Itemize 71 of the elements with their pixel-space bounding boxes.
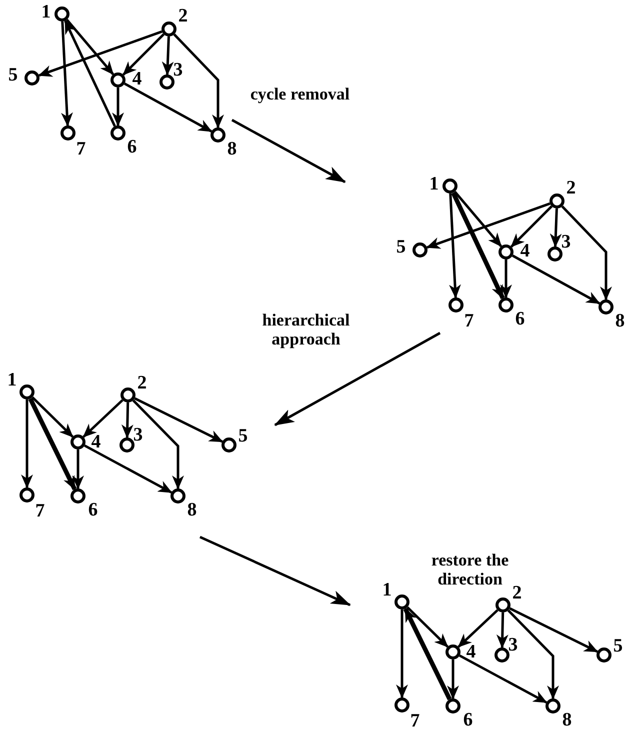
node-label: 5 bbox=[8, 66, 18, 84]
node-label: 4 bbox=[466, 642, 476, 662]
arrow bbox=[72, 450, 84, 490]
node-label: 7 bbox=[410, 712, 420, 730]
node-label: 3 bbox=[133, 426, 143, 444]
step-label: cycle removal bbox=[249, 86, 351, 104]
node-label: 6 bbox=[515, 310, 525, 328]
arrow bbox=[496, 612, 508, 648]
arrow bbox=[122, 33, 165, 76]
arrow bbox=[28, 398, 77, 490]
arrow bbox=[448, 193, 461, 298]
arrow bbox=[112, 88, 124, 126]
node-label: 8 bbox=[227, 140, 237, 158]
arrow bbox=[82, 399, 124, 438]
node-label: 2 bbox=[512, 584, 522, 602]
arrow bbox=[396, 610, 408, 698]
node-label: 4 bbox=[132, 70, 142, 88]
step-label: hierarchical approach bbox=[261, 311, 351, 349]
arrow bbox=[426, 202, 550, 249]
arrow bbox=[451, 192, 505, 300]
node-label: 2 bbox=[178, 6, 188, 26]
arrow bbox=[403, 608, 452, 700]
node-label: 2 bbox=[137, 374, 147, 392]
node-label: 1 bbox=[41, 2, 51, 22]
arrow bbox=[64, 20, 116, 127]
arrow bbox=[66, 18, 114, 76]
arrow bbox=[512, 254, 600, 304]
arrow bbox=[561, 206, 612, 300]
node-label: 5 bbox=[613, 636, 623, 656]
node-label: 7 bbox=[35, 502, 45, 520]
node-label: 6 bbox=[88, 500, 98, 520]
arrow bbox=[38, 30, 162, 77]
node-label: 3 bbox=[508, 636, 518, 654]
node-label: 5 bbox=[238, 426, 248, 446]
arrow bbox=[21, 400, 33, 488]
step-label: restore the direction bbox=[430, 551, 510, 589]
arrow bbox=[550, 208, 562, 248]
arrow bbox=[134, 397, 224, 443]
node-label: 4 bbox=[520, 242, 530, 260]
arrow bbox=[124, 82, 212, 132]
node-label: 3 bbox=[561, 232, 571, 252]
node-label: 3 bbox=[173, 60, 183, 80]
arrow bbox=[458, 609, 498, 648]
arrow bbox=[510, 205, 553, 248]
node-label: 5 bbox=[396, 238, 406, 256]
arrow bbox=[454, 190, 502, 248]
arrow bbox=[509, 607, 598, 653]
node-label: 6 bbox=[463, 710, 473, 730]
arrow bbox=[173, 34, 224, 128]
arrow bbox=[84, 444, 172, 494]
node-label: 8 bbox=[187, 500, 197, 520]
arrow bbox=[507, 609, 559, 700]
arrow bbox=[121, 402, 134, 438]
node-label: 7 bbox=[76, 140, 86, 158]
node-label: 1 bbox=[382, 580, 392, 600]
node-label: 8 bbox=[615, 312, 625, 330]
arrow bbox=[132, 399, 184, 490]
arrow bbox=[406, 606, 449, 648]
arrow bbox=[447, 660, 459, 700]
node-label: 1 bbox=[429, 174, 439, 194]
node-label: 7 bbox=[464, 312, 474, 330]
arrow bbox=[162, 36, 174, 76]
node-label: 6 bbox=[127, 138, 137, 156]
node-label: 1 bbox=[7, 370, 17, 390]
arrow bbox=[31, 396, 74, 438]
node-label: 8 bbox=[562, 710, 572, 730]
arrow bbox=[60, 21, 73, 126]
node-label: 4 bbox=[91, 432, 101, 452]
arrow bbox=[459, 654, 548, 704]
arrow bbox=[500, 260, 512, 298]
node-label: 2 bbox=[566, 178, 576, 198]
